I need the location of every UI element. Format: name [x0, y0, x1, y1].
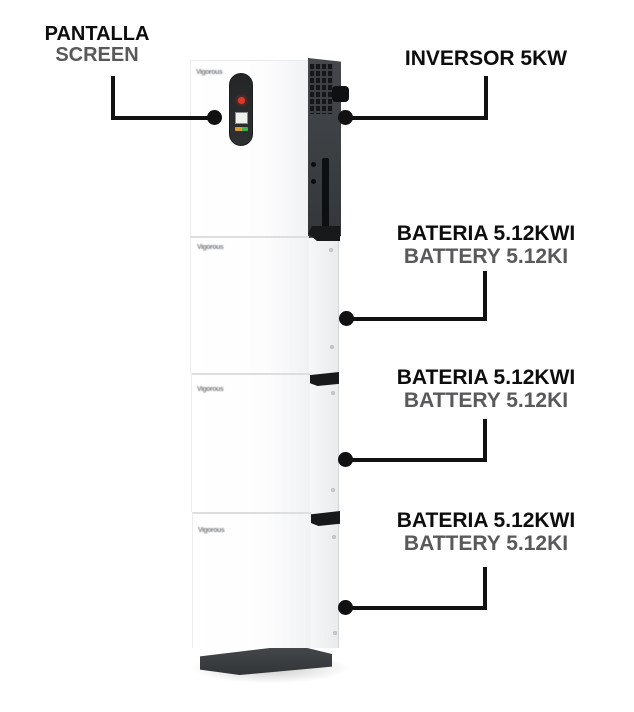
display-panel — [229, 73, 253, 146]
leader-line-battery3-h — [347, 606, 487, 610]
heatsink-slot — [322, 158, 329, 234]
module-junction-connector — [308, 226, 340, 241]
leader-dot-battery1 — [339, 311, 354, 326]
brand-logo: Vigorous — [198, 527, 225, 534]
module-junction-connector — [307, 511, 340, 526]
leader-dot-battery3 — [338, 600, 353, 615]
inverter-callout-label: INVERSOR 5KW — [380, 47, 592, 70]
leader-dot-battery2 — [338, 452, 353, 467]
leader-dot-inverter — [338, 110, 353, 125]
screw-icon — [329, 248, 333, 252]
screw-icon — [331, 391, 335, 395]
vent-grille-icon — [310, 64, 333, 114]
leader-line-screen-v — [111, 76, 115, 120]
battery1-text: BATTERY 5.12KI — [403, 245, 569, 268]
pantalla-text: PANTALLA — [44, 23, 150, 45]
bateria1-text: BATERIA 5.12KWI — [396, 222, 576, 245]
battery3-callout-label: BATERIA 5.12KWI BATTERY 5.12KI — [366, 509, 606, 555]
bateria3-text: BATERIA 5.12KWI — [396, 509, 576, 532]
leader-line-battery1-v — [483, 271, 487, 321]
leader-line-battery3-v — [483, 567, 487, 610]
battery2-callout-label: BATERIA 5.12KWI BATTERY 5.12KI — [366, 366, 606, 412]
leader-line-battery2-h — [347, 458, 487, 462]
red-led-icon — [238, 97, 245, 104]
brand-logo: Vigorous — [196, 69, 223, 76]
screw-icon — [333, 631, 337, 635]
screen-text: SCREEN — [55, 44, 139, 66]
leader-dot-screen — [207, 110, 222, 125]
screen-callout-label: PANTALLA SCREEN — [16, 24, 178, 66]
screw-icon — [330, 345, 334, 349]
module-junction-connector — [306, 372, 339, 386]
battery2-text: BATTERY 5.12KI — [403, 389, 569, 412]
bateria2-text: BATERIA 5.12KWI — [396, 366, 576, 389]
inversor-text: INVERSOR 5KW — [404, 47, 568, 70]
screw-icon — [331, 488, 335, 492]
lcd-screen — [235, 112, 248, 124]
leader-line-screen-h — [111, 116, 213, 120]
leader-line-battery1-h — [348, 317, 487, 321]
battery1-callout-label: BATERIA 5.12KWI BATTERY 5.12KI — [366, 222, 606, 268]
brand-logo: Vigorous — [197, 244, 224, 251]
side-connector-knob — [332, 86, 349, 102]
leader-line-inverter-h — [347, 116, 488, 120]
screw-icon — [311, 162, 316, 167]
screw-icon — [311, 179, 316, 184]
screw-icon — [332, 535, 336, 539]
battery-side-face — [308, 236, 339, 648]
status-leds-icon — [235, 127, 248, 131]
leader-line-battery2-v — [483, 419, 487, 462]
leader-line-inverter-v — [484, 76, 488, 120]
brand-logo: Vigorous — [197, 386, 224, 393]
battery3-text: BATTERY 5.12KI — [403, 532, 569, 555]
